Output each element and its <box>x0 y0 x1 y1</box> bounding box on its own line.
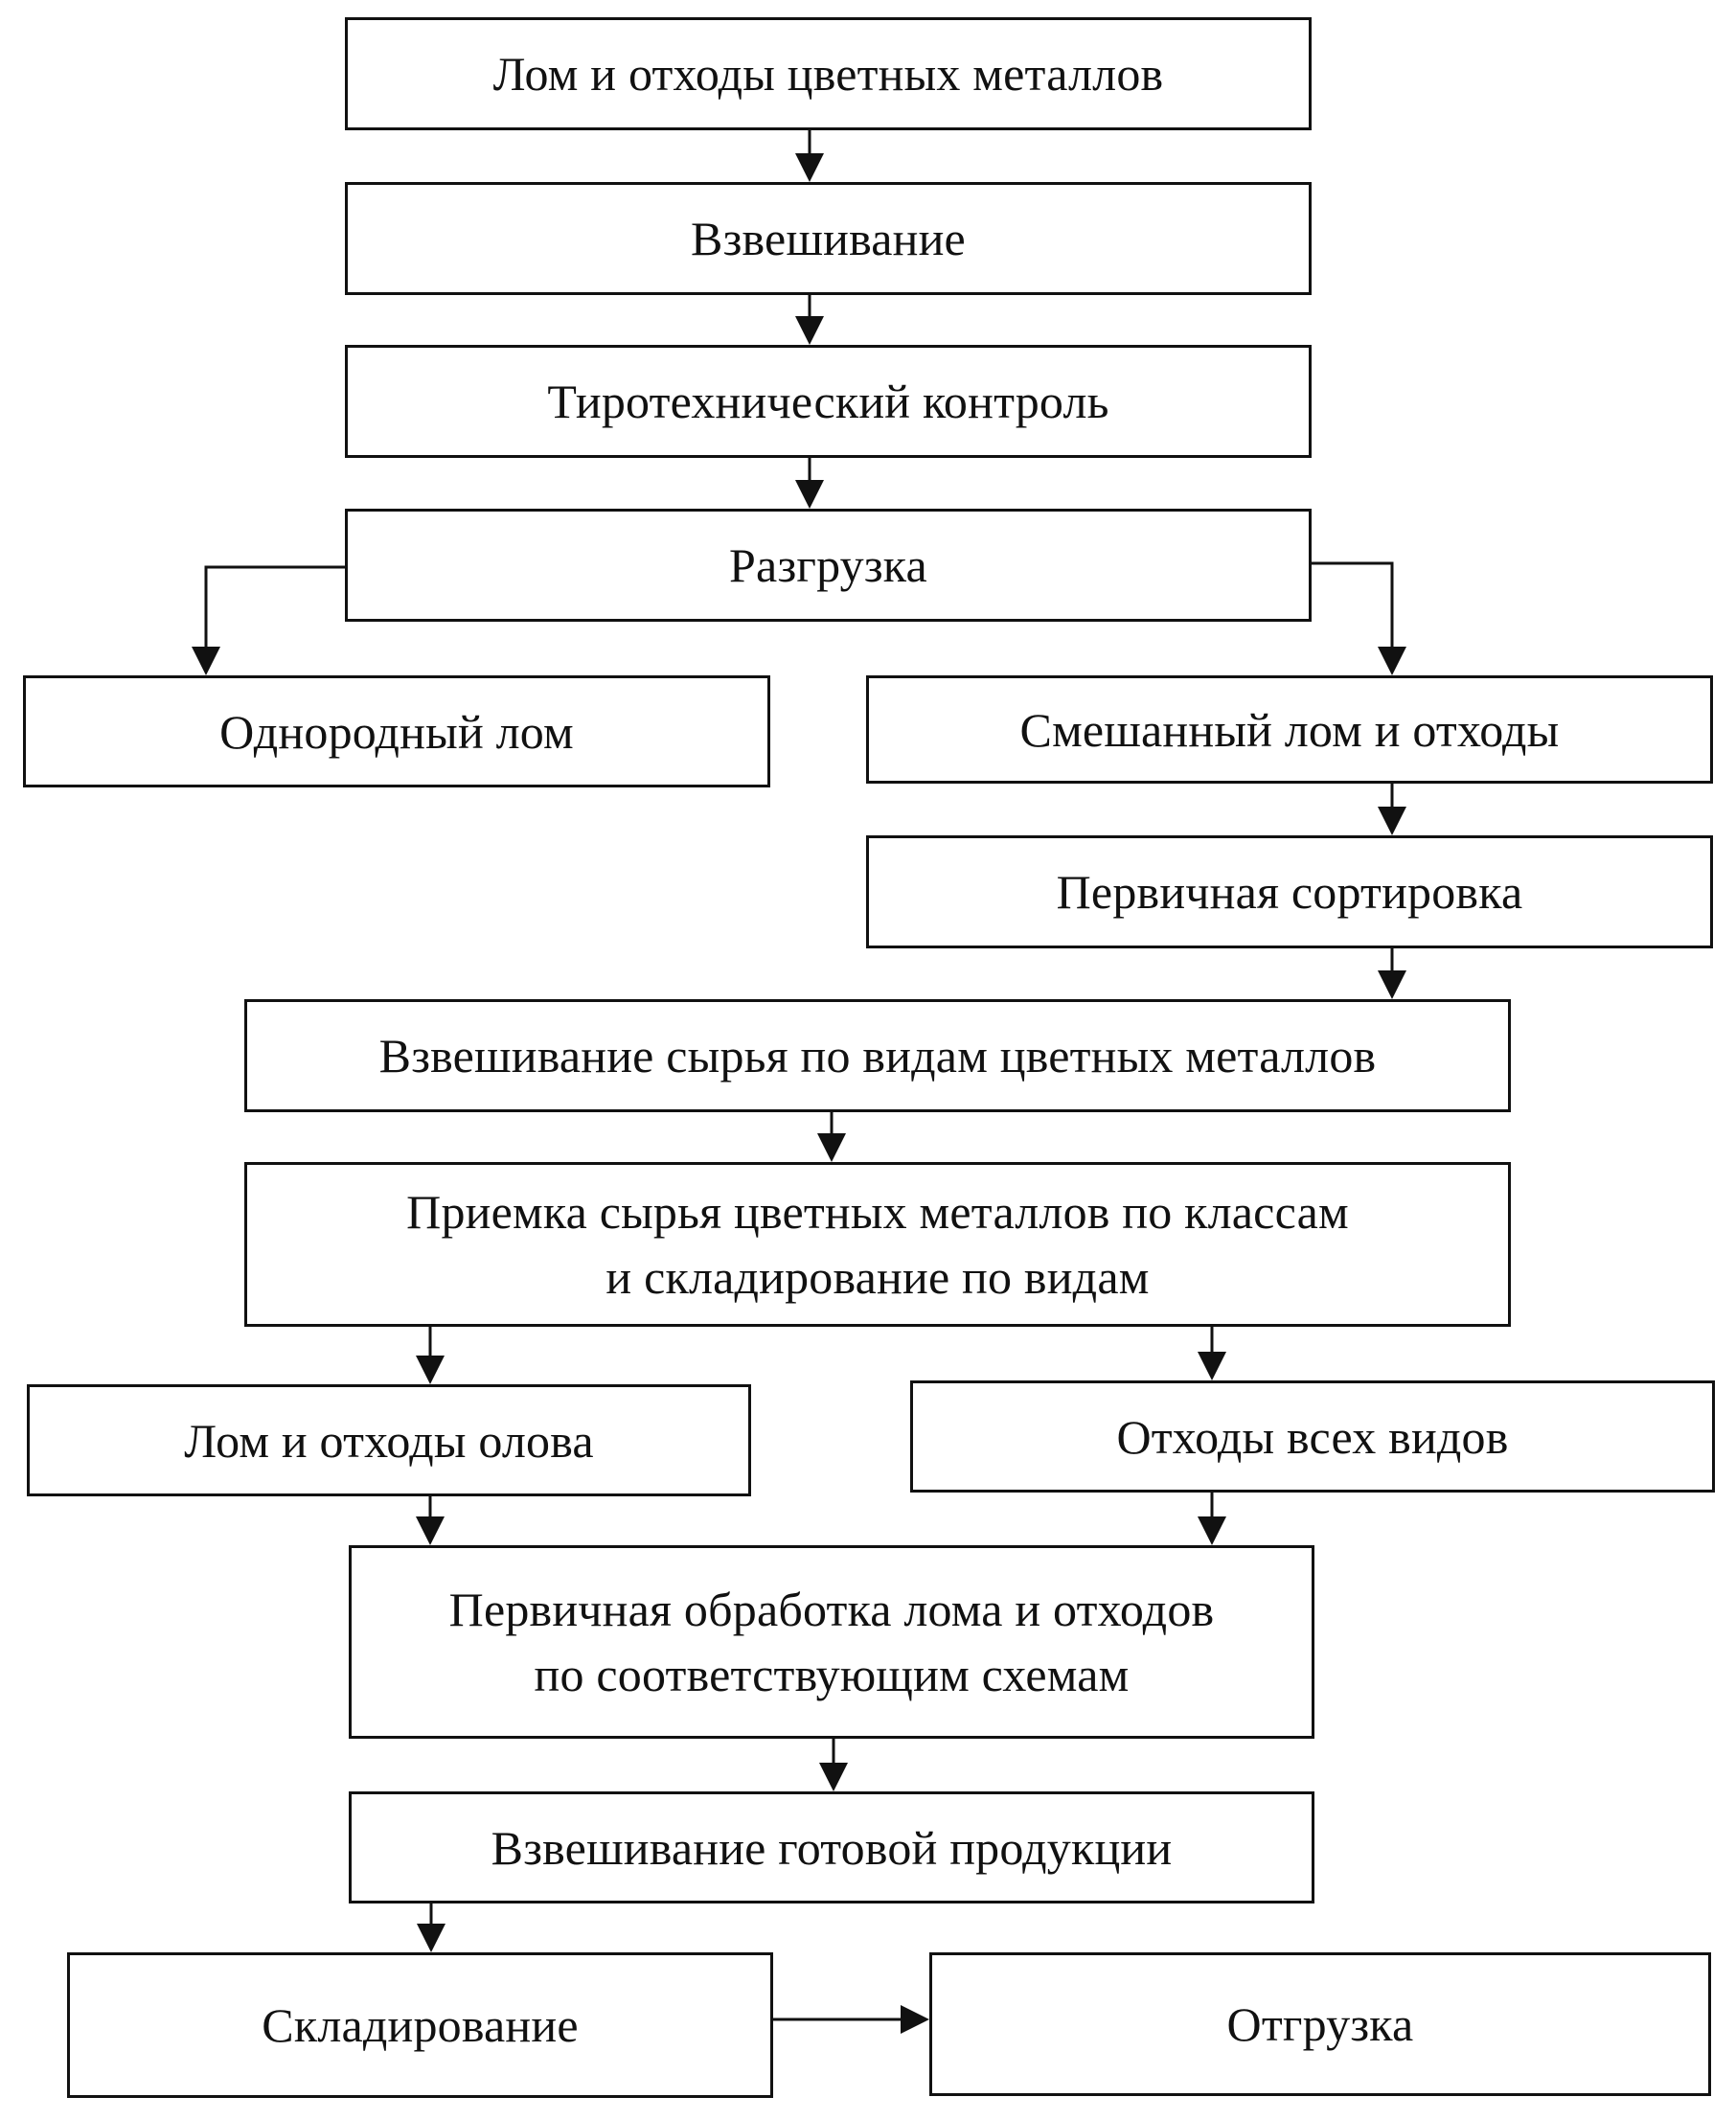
node-storage: Складирование <box>67 1952 773 2098</box>
arrowhead <box>416 1516 445 1545</box>
arrow-n4-to-n5 <box>204 565 345 647</box>
node-acceptance: Приемка сырья цветных металлов по класса… <box>244 1162 1511 1327</box>
arrowhead <box>819 1763 848 1791</box>
node-label: Первичная сортировка <box>1056 865 1523 919</box>
arrowhead <box>1198 1516 1226 1545</box>
arrowhead <box>795 153 824 182</box>
arrowhead <box>1378 647 1406 675</box>
node-label: Отгрузка <box>1226 1997 1414 2051</box>
node-label: Лом и отходы цветных металлов <box>492 47 1164 101</box>
node-shipping: Отгрузка <box>929 1952 1711 2096</box>
arrowhead <box>817 1133 846 1162</box>
node-label: Взвешивание сырья по видам цветных метал… <box>378 1029 1377 1083</box>
node-homogeneous-scrap: Однородный лом <box>23 675 770 787</box>
node-control: Тиротехнический контроль <box>345 345 1312 458</box>
node-all-waste: Отходы всех видов <box>910 1380 1715 1493</box>
arrowhead <box>417 1924 445 1952</box>
node-label-line-2: по соответствующим схемам <box>534 1648 1130 1701</box>
arrowhead <box>901 2005 929 2034</box>
node-label: Тиротехнический контроль <box>547 375 1109 428</box>
node-mixed-scrap: Смешанный лом и отходы <box>866 675 1713 784</box>
arrowhead <box>1378 807 1406 835</box>
node-label: Складирование <box>262 1998 579 2052</box>
node-label-line-1: Приемка сырья цветных металлов по класса… <box>406 1185 1349 1239</box>
arrow-n4-to-n6 <box>1312 561 1394 647</box>
node-weighing-by-type: Взвешивание сырья по видам цветных метал… <box>244 999 1511 1112</box>
node-label: Разгрузка <box>729 538 927 592</box>
arrowhead <box>1198 1352 1226 1380</box>
node-label-line-2: и складирование по видам <box>605 1250 1150 1304</box>
node-label: Отходы всех видов <box>1116 1409 1509 1464</box>
arrowhead <box>1378 970 1406 999</box>
node-label: Смешанный лом и отходы <box>1019 702 1560 757</box>
node-unloading: Разгрузка <box>345 509 1312 622</box>
node-scrap-nonferrous: Лом и отходы цветных металлов <box>345 17 1312 130</box>
node-label: Однородный лом <box>219 704 574 759</box>
arrowhead <box>192 647 220 675</box>
node-label: Лом и отходы олова <box>184 1413 594 1468</box>
node-primary-sorting: Первичная сортировка <box>866 835 1713 948</box>
node-primary-processing: Первичная обработка лома и отходов по со… <box>349 1545 1314 1739</box>
node-weighing: Взвешивание <box>345 182 1312 295</box>
arrowhead <box>795 316 824 345</box>
node-weighing-finished: Взвешивание готовой продукции <box>349 1791 1314 1903</box>
node-tin-scrap: Лом и отходы олова <box>27 1384 751 1496</box>
node-label: Взвешивание готовой продукции <box>491 1820 1173 1875</box>
arrowhead <box>795 480 824 509</box>
node-label: Взвешивание <box>691 212 966 265</box>
arrowhead <box>416 1356 445 1384</box>
node-label-line-1: Первичная обработка лома и отходов <box>448 1583 1215 1636</box>
